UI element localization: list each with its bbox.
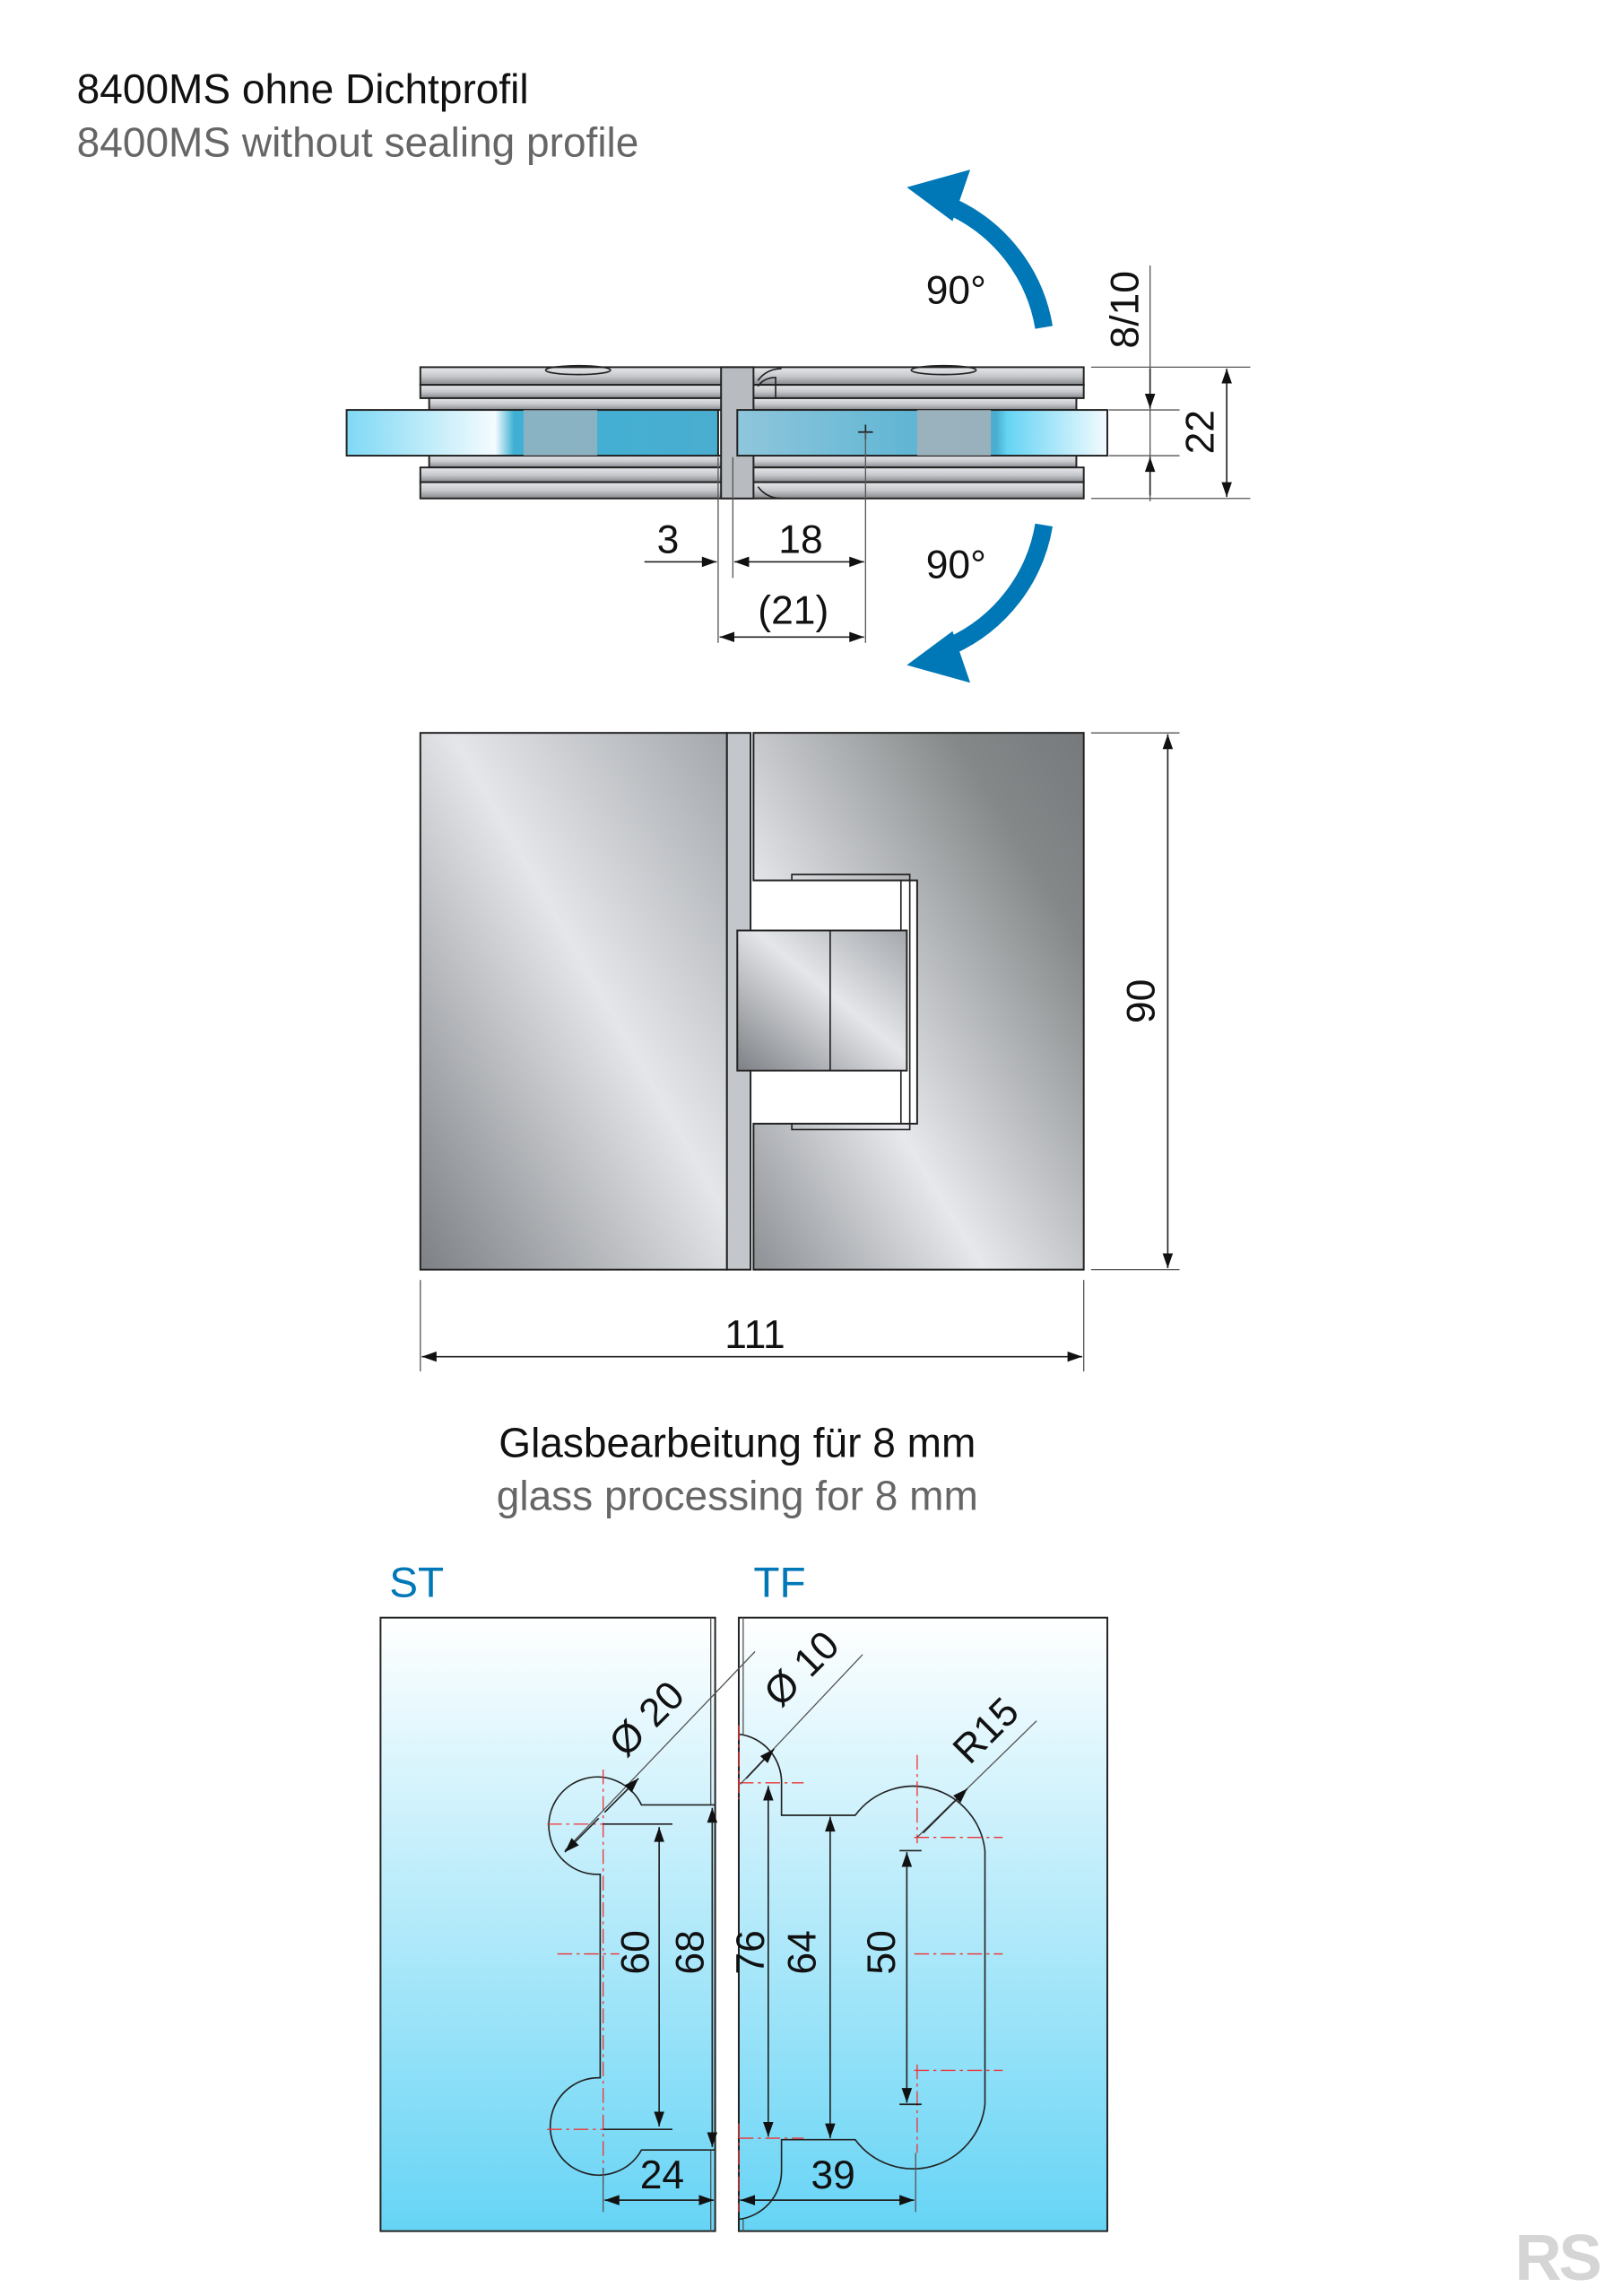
rotation-arrow-up	[947, 198, 1054, 329]
dim-50: 50	[860, 1930, 904, 1974]
right-leaf	[752, 732, 1085, 1271]
title-de: 8400MS ohne Dichtprofil	[77, 65, 529, 112]
dim-68: 68	[668, 1930, 712, 1974]
left-leaf	[419, 732, 728, 1271]
glass-title-de: Glasbearbeitung für 8 mm	[499, 1419, 976, 1465]
title-en: 8400MS without sealing profile	[77, 118, 639, 165]
dim-width-111: 111	[724, 1313, 785, 1357]
rotation-label-down: 90°	[926, 544, 986, 587]
dim-64: 64	[780, 1930, 824, 1974]
glass-section: 60 68 76 64 50 24 39 Ø 20 Ø 10 R15	[379, 1616, 1108, 2232]
rotation-arrowhead-down	[906, 631, 971, 683]
svg-text:RS: RS	[1515, 2222, 1600, 2294]
glass-title-en: glass processing for 8 mm	[497, 1473, 978, 1519]
top-view: 90° 90° 8/10 22 3 18 (21)	[345, 170, 1251, 683]
dim-height-90: 90	[1120, 979, 1164, 1023]
rotation-arrow-down	[947, 523, 1054, 655]
rotation-arrowhead-up	[906, 170, 971, 222]
dim-offset-18: 18	[778, 518, 822, 562]
dim-39: 39	[811, 2153, 854, 2197]
rs-logo: RS	[1511, 2222, 1603, 2294]
label-tf: TF	[753, 1560, 805, 1607]
dim-height-22: 22	[1178, 410, 1222, 454]
dim-glass-thickness: 8/10	[1104, 271, 1148, 348]
dim-24: 24	[640, 2153, 684, 2197]
cutout-tf	[738, 1733, 986, 2221]
dim-76: 76	[729, 1930, 773, 1974]
rotation-label-up: 90°	[926, 269, 986, 313]
hinge-block	[736, 929, 908, 1072]
screw-head-right	[910, 364, 977, 376]
label-st: ST	[389, 1560, 444, 1607]
dim-gap-3: 3	[657, 518, 680, 562]
dim-total-21: (21)	[758, 588, 828, 632]
front-view: 90 111	[419, 732, 1180, 1372]
cutout-st	[548, 1776, 716, 2176]
screw-head-left	[544, 364, 612, 376]
dim-60: 60	[614, 1930, 658, 1974]
